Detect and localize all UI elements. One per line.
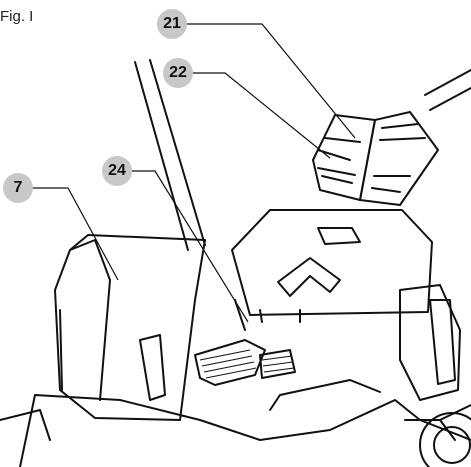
leader-21: [187, 23, 356, 139]
callout-7: 7: [3, 173, 33, 203]
battery-pack-left: [312, 114, 376, 201]
leader-22: [193, 72, 331, 159]
battery-pack-right: [359, 111, 439, 206]
handle-bar-right: [424, 69, 471, 96]
battery-cover: [231, 209, 433, 316]
handle-bar-left-inner: [134, 61, 189, 251]
mulch-plug: [194, 339, 296, 386]
figure-label: Fig. I: [0, 8, 34, 25]
callout-22: 22: [163, 58, 193, 88]
callout-21: 21: [157, 9, 187, 39]
rear-flap: [54, 234, 206, 421]
handle-bar-right-2: [429, 87, 471, 111]
leader-7: [33, 187, 119, 281]
leader-24: [132, 170, 249, 323]
cover-emblem: [277, 257, 341, 297]
wheel-right: [419, 412, 471, 467]
callout-24: 24: [102, 156, 132, 186]
handle-bar-left: [149, 59, 206, 246]
chassis-front: [19, 394, 471, 467]
